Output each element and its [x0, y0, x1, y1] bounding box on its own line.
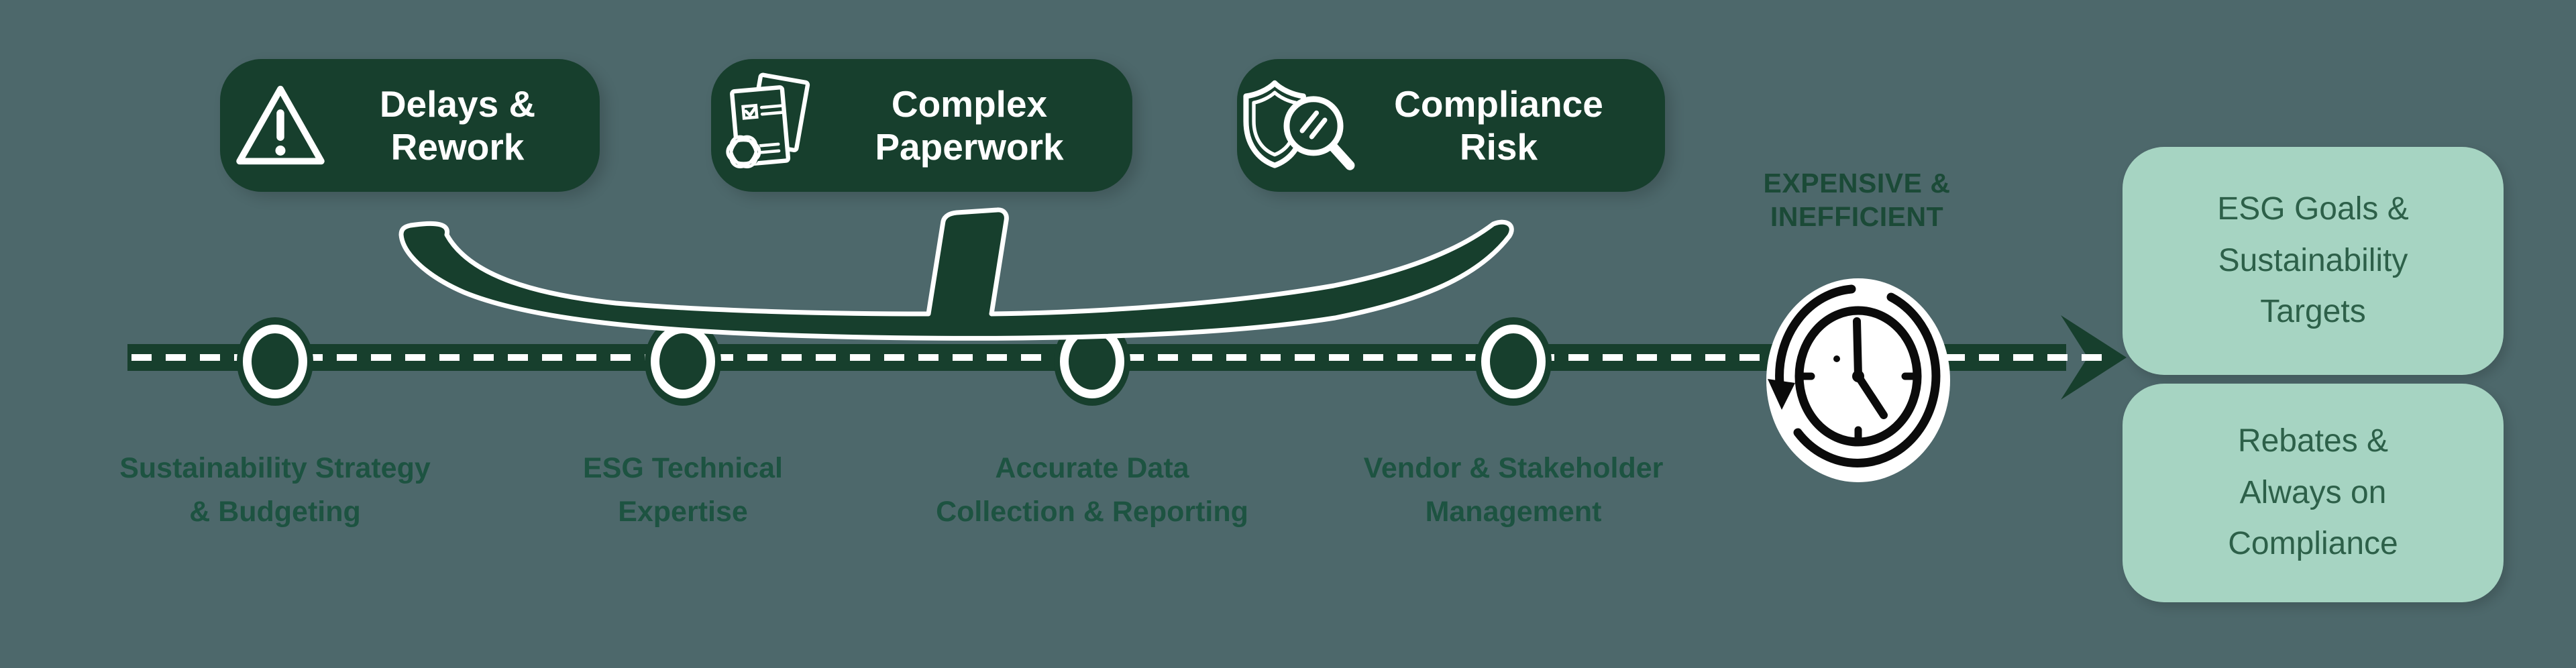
- badge-label: Compliance Risk: [1394, 82, 1603, 168]
- pain-badge-compliance-risk: Compliance Risk: [1237, 59, 1665, 192]
- timeline-node-1: [237, 317, 313, 406]
- warning-triangle-icon: [220, 78, 341, 172]
- tangled-paperwork-icon: [711, 72, 832, 178]
- node-label-sustainability-strategy: Sustainability Strategy & Budgeting: [119, 452, 431, 528]
- node-label-accurate-data: Accurate Data Collection & Reporting: [936, 452, 1248, 528]
- node-label-vendor-stakeholder: Vendor & Stakeholder Management: [1363, 452, 1664, 528]
- grouping-brace: [398, 207, 1514, 341]
- pain-badge-delays-rework: Delays & Rework: [220, 59, 600, 192]
- timeline-node-4: [1475, 317, 1552, 406]
- inefficiency-label: EXPENSIVE & INEFFICIENT: [1763, 168, 1951, 233]
- pain-badge-complex-paperwork: Complex Paperwork: [711, 59, 1132, 192]
- clock-cycle-icon: [1766, 277, 1951, 485]
- shield-magnifier-icon: [1237, 74, 1358, 176]
- outcome-card-rebates-compliance: Rebates & Always on Compliance: [2123, 384, 2504, 602]
- badge-label: Delays & Rework: [379, 82, 536, 168]
- outcome-card-esg-goals: ESG Goals & Sustainability Targets: [2123, 147, 2504, 375]
- timeline-node-2: [645, 317, 721, 406]
- node-label-esg-technical-expertise: ESG Technical Expertise: [583, 452, 783, 528]
- badge-label: Complex Paperwork: [875, 82, 1064, 168]
